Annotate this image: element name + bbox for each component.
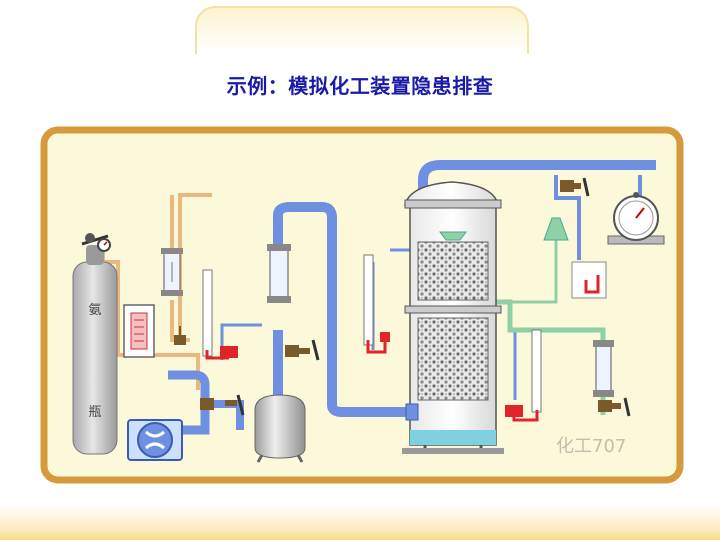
packed-absorption-tower [402,181,504,454]
blue-tower-overhead [418,160,656,200]
rotameter-offgas [593,340,614,397]
manometer-1 [202,269,238,360]
blue-pump-line [168,370,210,435]
manometer-3 [505,329,542,422]
cylinder-label-bottom: 瓶 [88,405,101,420]
rotameter-gas [161,248,183,296]
wet-gas-meter [607,192,665,245]
title-header-decoration [195,6,529,54]
absorption-flask [543,217,607,299]
valve-pump-outlet [200,394,245,416]
blue-gauge-line [554,175,642,260]
slide-title: 示例：模拟化工装置隐患排查 [226,74,494,98]
valve-liquid [285,339,320,361]
blue-tank-riser [273,202,410,417]
valve-absorber [560,177,590,197]
valve-gas-inlet [174,326,186,345]
tower-liquid-inlet [405,403,419,421]
rotameter-liquid [267,244,291,303]
green-to-absorber [510,240,558,304]
watermark-text: 化工707 [556,436,627,457]
manometer-2 [363,254,390,354]
cylinder-label-top: 氨 [88,303,101,318]
ammonia-cylinder [72,233,118,455]
valve-offgas [598,397,631,417]
liquid-storage-tank [254,394,306,463]
pump [127,419,183,461]
bottom-decoration [0,505,720,540]
control-panel [123,304,155,358]
